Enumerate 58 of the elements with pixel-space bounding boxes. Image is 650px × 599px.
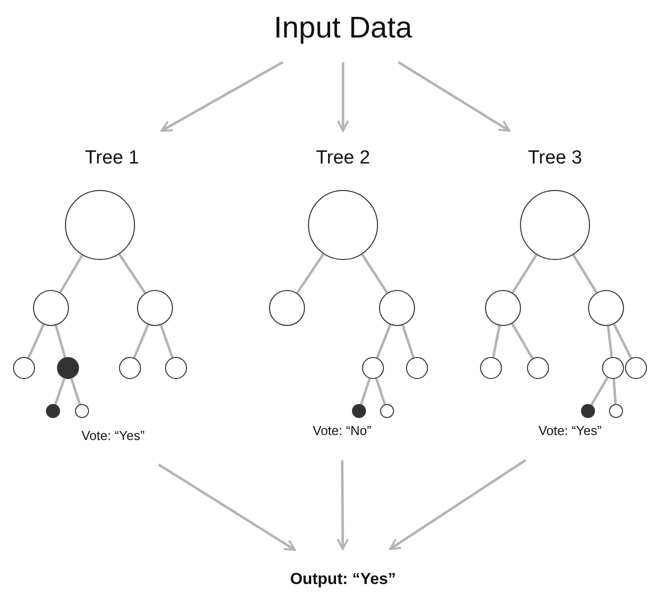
filled-tree-node bbox=[581, 404, 595, 418]
branch-line bbox=[59, 254, 84, 294]
output-label: Output: “Yes” bbox=[290, 571, 396, 589]
branch-line bbox=[590, 376, 609, 406]
tree-node bbox=[480, 357, 502, 379]
branch-line bbox=[54, 324, 66, 358]
branch-line bbox=[512, 254, 538, 294]
tree-node bbox=[485, 290, 521, 326]
vote-label: Vote: “Yes” bbox=[538, 424, 602, 438]
branch-line bbox=[492, 325, 501, 358]
tree-node bbox=[379, 290, 415, 326]
tree-node bbox=[380, 404, 394, 418]
arrow bbox=[398, 61, 510, 132]
branch-line bbox=[118, 254, 146, 294]
tree-node bbox=[165, 357, 187, 379]
branch-line bbox=[70, 378, 81, 405]
branch-line bbox=[612, 378, 617, 404]
vote-label: Vote: “Yes” bbox=[81, 428, 145, 444]
branch-line bbox=[133, 324, 150, 358]
tree-node bbox=[406, 357, 428, 379]
tree-label: Tree 3 bbox=[528, 148, 582, 170]
branch-line bbox=[612, 324, 632, 359]
tree-node bbox=[119, 357, 141, 379]
tree-node bbox=[13, 357, 35, 379]
arrow bbox=[158, 463, 296, 551]
branch-line bbox=[160, 324, 174, 358]
tree-node bbox=[527, 357, 549, 379]
arrow bbox=[337, 62, 349, 132]
arrow bbox=[160, 61, 284, 132]
arrow bbox=[336, 460, 349, 550]
filled-tree-node bbox=[57, 357, 79, 379]
branch-line bbox=[572, 254, 598, 294]
tree-node bbox=[609, 404, 623, 418]
vote-label: Vote: “No” bbox=[312, 424, 372, 438]
branch-line bbox=[375, 378, 386, 405]
branch-line bbox=[54, 378, 66, 405]
tree-node bbox=[33, 290, 69, 326]
branch-line bbox=[27, 324, 45, 359]
branch-line bbox=[361, 254, 388, 294]
tree-node bbox=[362, 357, 384, 379]
tree-node bbox=[625, 357, 647, 379]
branch-line bbox=[376, 324, 392, 358]
branch-line bbox=[606, 326, 613, 358]
tree-label: Tree 1 bbox=[84, 148, 140, 170]
branch-line bbox=[402, 324, 415, 358]
tree-node bbox=[137, 290, 173, 326]
tree-node bbox=[75, 404, 89, 418]
branch-line bbox=[360, 378, 371, 405]
arrow bbox=[389, 459, 526, 550]
tree-node bbox=[602, 357, 624, 379]
tree-node bbox=[588, 290, 624, 326]
branch-line bbox=[296, 253, 324, 294]
filled-tree-node bbox=[352, 404, 366, 418]
filled-tree-node bbox=[46, 404, 60, 418]
heading: Input Data bbox=[274, 12, 412, 44]
tree-node bbox=[269, 290, 305, 326]
branch-line bbox=[511, 322, 534, 360]
tree-label: Tree 2 bbox=[316, 148, 370, 170]
